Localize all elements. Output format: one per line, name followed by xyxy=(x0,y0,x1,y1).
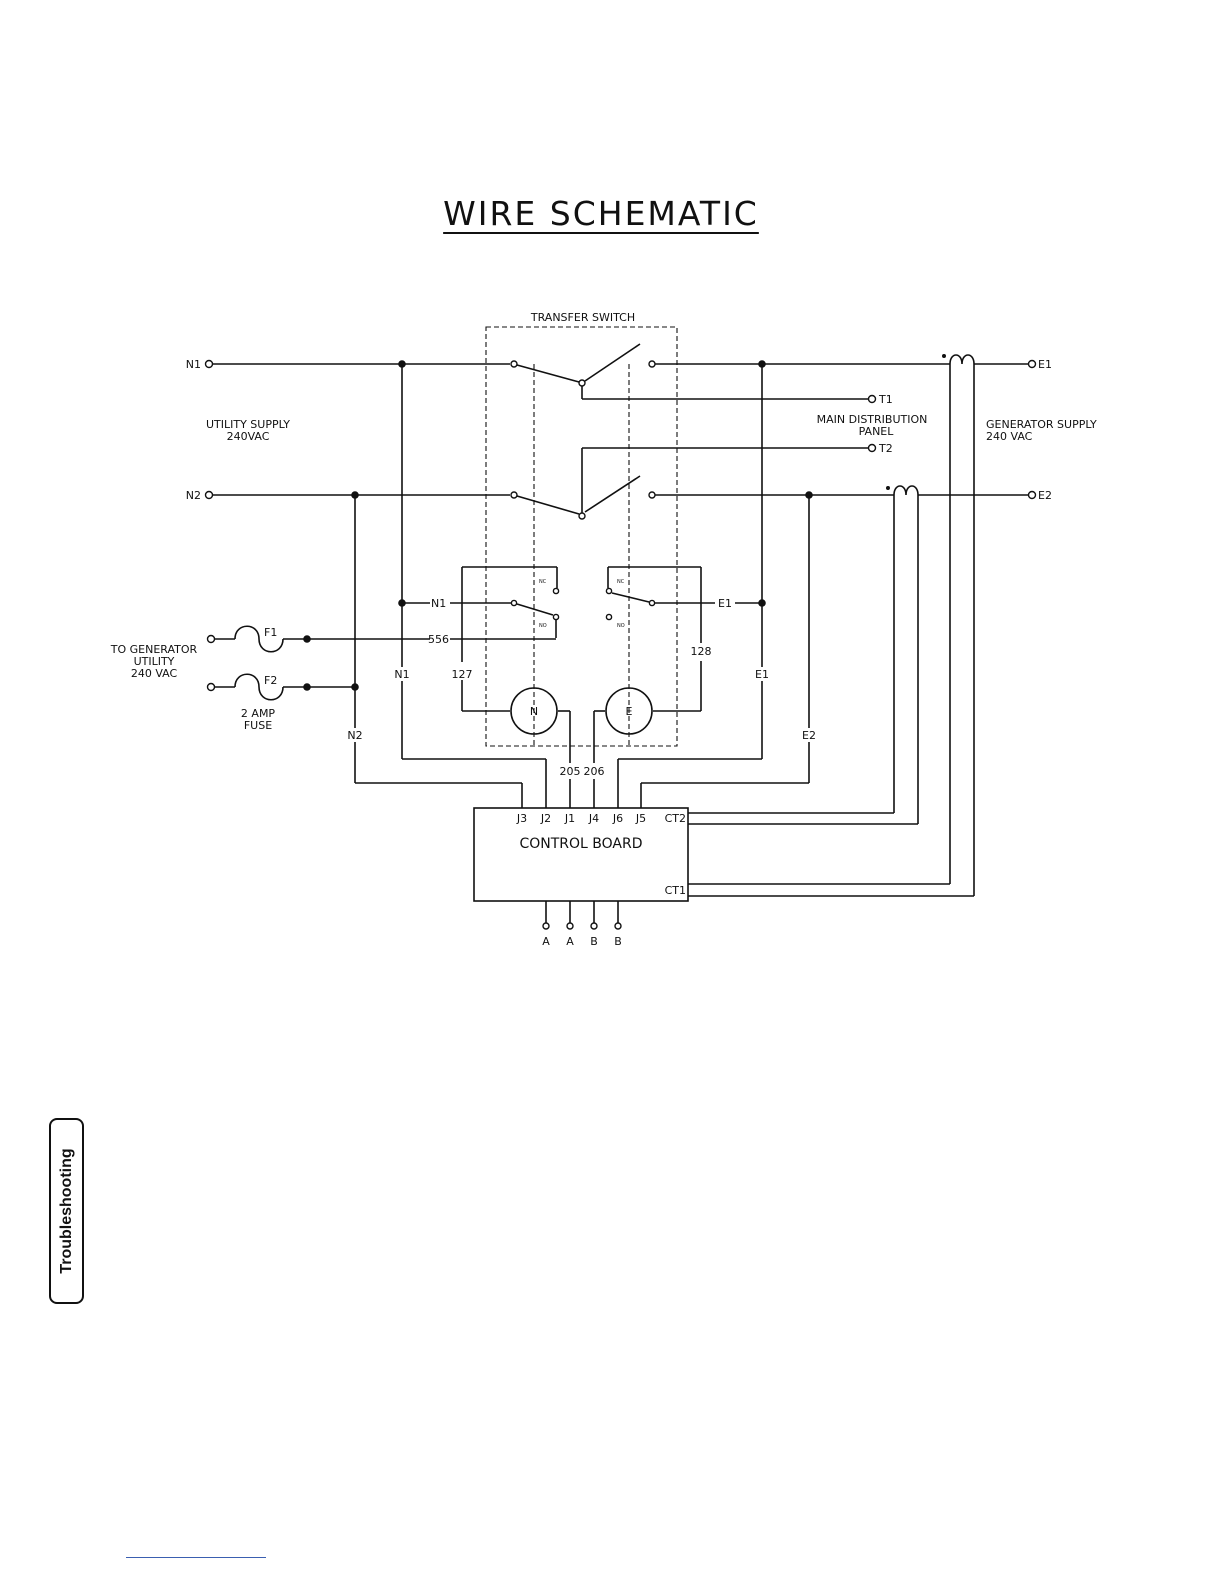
pin-j6: J6 xyxy=(612,812,623,825)
pin-j1: J1 xyxy=(564,812,575,825)
n2-label: N2 xyxy=(186,489,201,502)
bottom-pin-b2: B xyxy=(614,935,622,948)
e-coil-label: E xyxy=(626,705,633,718)
e2-label: E2 xyxy=(1038,489,1052,502)
f1-label: F1 xyxy=(264,626,277,639)
e2-vertical-label: E2 xyxy=(802,729,816,742)
e2-terminal xyxy=(1029,492,1036,499)
right-nc-label: NC xyxy=(617,579,625,585)
n2-vertical-label: N2 xyxy=(347,729,362,742)
f2-label: F2 xyxy=(264,674,277,687)
e1-vertical-label: E1 xyxy=(755,668,769,681)
f1-terminal xyxy=(208,636,215,643)
e1-terminal xyxy=(1029,361,1036,368)
pin-ct1: CT1 xyxy=(665,884,686,897)
troubleshooting-tab: Troubleshooting xyxy=(49,1118,84,1304)
pin-ct2: CT2 xyxy=(665,812,686,825)
t1-label: T1 xyxy=(878,393,893,406)
wire-206-label: 206 xyxy=(584,765,605,778)
footer-rule xyxy=(126,1557,266,1558)
e1-relay-wire-label: E1 xyxy=(718,597,732,610)
control-board xyxy=(474,808,688,901)
left-nc-label: NC xyxy=(539,579,547,585)
f2-terminal xyxy=(208,684,215,691)
fuse-note-label-2: FUSE xyxy=(244,719,272,732)
control-board-label: CONTROL BOARD xyxy=(519,836,642,852)
pin-j4: J4 xyxy=(588,812,599,825)
t1-terminal xyxy=(869,396,876,403)
to-generator-label-3: 240 VAC xyxy=(131,667,178,680)
pin-j2: J2 xyxy=(540,812,551,825)
bottom-pin-a1: A xyxy=(542,935,550,948)
e1-label: E1 xyxy=(1038,358,1052,371)
wire-128-label: 128 xyxy=(691,645,712,658)
n-coil-label: N xyxy=(530,705,538,718)
n1-relay-wire-label: N1 xyxy=(431,597,446,610)
t2-label: T2 xyxy=(878,442,893,455)
n2-terminal xyxy=(206,492,213,499)
bottom-pin-b1: B xyxy=(590,935,598,948)
right-no-label: NO xyxy=(617,623,625,629)
pin-j3: J3 xyxy=(516,812,527,825)
n1-label: N1 xyxy=(186,358,201,371)
troubleshooting-tab-label: Troubleshooting xyxy=(58,1148,76,1273)
wire-205-label: 205 xyxy=(560,765,581,778)
n1-vertical-label: N1 xyxy=(394,668,409,681)
n1-terminal xyxy=(206,361,213,368)
left-no-label: NO xyxy=(539,623,547,629)
wire-556-label: 556 xyxy=(428,633,449,646)
generator-supply-voltage: 240 VAC xyxy=(986,430,1033,443)
pin-j5: J5 xyxy=(635,812,646,825)
bottom-pin-a2: A xyxy=(566,935,574,948)
wire-127-label: 127 xyxy=(452,668,473,681)
transfer-switch-label: TRANSFER SWITCH xyxy=(530,311,635,324)
t2-terminal xyxy=(869,445,876,452)
utility-supply-voltage: 240VAC xyxy=(227,430,270,443)
main-panel-label-2: PANEL xyxy=(859,425,895,438)
